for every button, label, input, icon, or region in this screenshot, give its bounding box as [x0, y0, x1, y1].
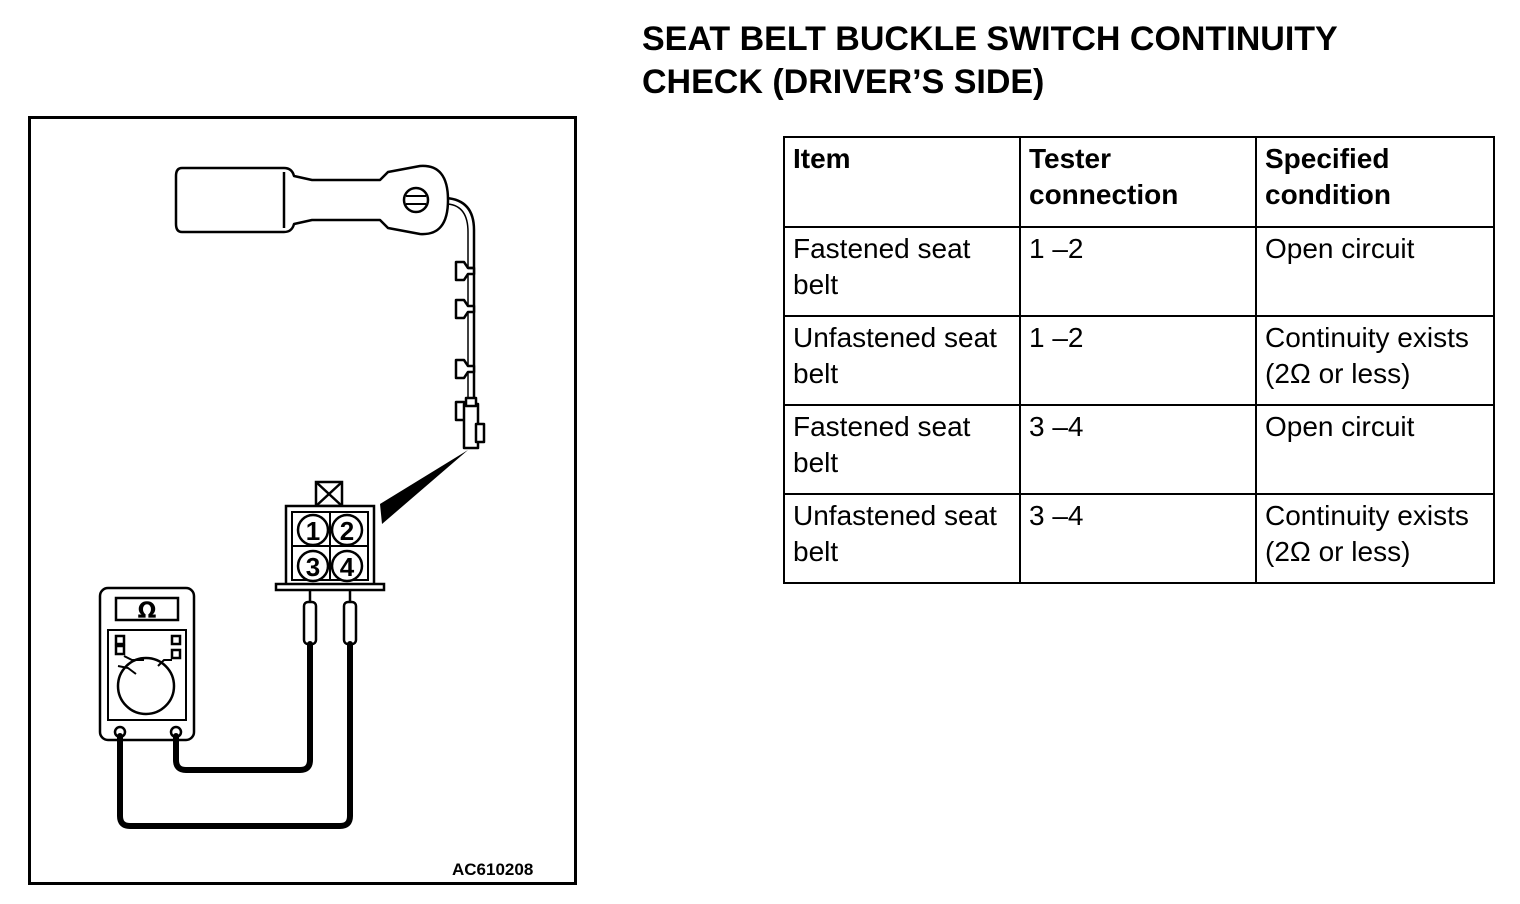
- spec-table: Item Tester connection Specified conditi…: [783, 136, 1495, 584]
- cell-specified-condition: Continuity exists (2Ω or less): [1255, 493, 1495, 584]
- seat-belt-buckle-icon: [174, 164, 486, 450]
- cell-specified-condition: Open circuit: [1255, 404, 1495, 495]
- wiring-figure: 1 2 3 4 Ω: [28, 116, 577, 885]
- cell-item: Fastened seat belt: [783, 404, 1021, 495]
- title-line-2: CHECK (DRIVER’S SIDE): [642, 63, 1045, 101]
- terminal-4-label: 4: [340, 552, 355, 582]
- cell-tester-connection: 3 –4: [1019, 404, 1257, 495]
- title-line-1: SEAT BELT BUCKLE SWITCH CONTINUITY: [642, 20, 1338, 58]
- figure-svg: 1 2 3 4 Ω: [28, 116, 577, 885]
- ohmmeter-icon: [98, 586, 196, 742]
- cell-tester-connection: 1 –2: [1019, 315, 1257, 406]
- table-row: Unfastened seat belt 1 –2 Continuity exi…: [783, 315, 1495, 406]
- zoom-indicator: [380, 450, 468, 524]
- ohm-symbol: Ω: [138, 599, 157, 624]
- table-row: Fastened seat belt 3 –4 Open circuit: [783, 404, 1495, 495]
- terminal-3-circle: [296, 549, 330, 583]
- connector-icon: [274, 480, 386, 592]
- cell-item: Unfastened seat belt: [783, 493, 1021, 584]
- terminal-1-label: 1: [306, 516, 320, 546]
- cell-tester-connection: 1 –2: [1019, 226, 1257, 317]
- header-tester-connection: Tester connection: [1019, 136, 1257, 228]
- test-probes: [302, 590, 358, 646]
- cell-item: Unfastened seat belt: [783, 315, 1021, 406]
- cell-item: Fastened seat belt: [783, 226, 1021, 317]
- figure-code: AC610208: [452, 860, 534, 879]
- test-leads: [117, 641, 353, 829]
- cell-specified-condition: Open circuit: [1255, 226, 1495, 317]
- terminal-2-label: 2: [340, 516, 354, 546]
- terminal-3-label: 3: [306, 552, 320, 582]
- table-row: Unfastened seat belt 3 –4 Continuity exi…: [783, 493, 1495, 584]
- header-specified-condition: Specified condition: [1255, 136, 1495, 228]
- cell-specified-condition: Continuity exists (2Ω or less): [1255, 315, 1495, 406]
- header-item: Item: [783, 136, 1021, 228]
- table-row: Fastened seat belt 1 –2 Open circuit: [783, 226, 1495, 317]
- figure-frame: [28, 116, 577, 885]
- table-header-row: Item Tester connection Specified conditi…: [783, 136, 1495, 228]
- terminal-1-circle: [296, 513, 330, 547]
- terminal-4-circle: [330, 549, 364, 583]
- page-title: SEAT BELT BUCKLE SWITCH CONTINUITY CHECK…: [642, 18, 1502, 104]
- terminal-2-circle: [330, 513, 364, 547]
- cell-tester-connection: 3 –4: [1019, 493, 1257, 584]
